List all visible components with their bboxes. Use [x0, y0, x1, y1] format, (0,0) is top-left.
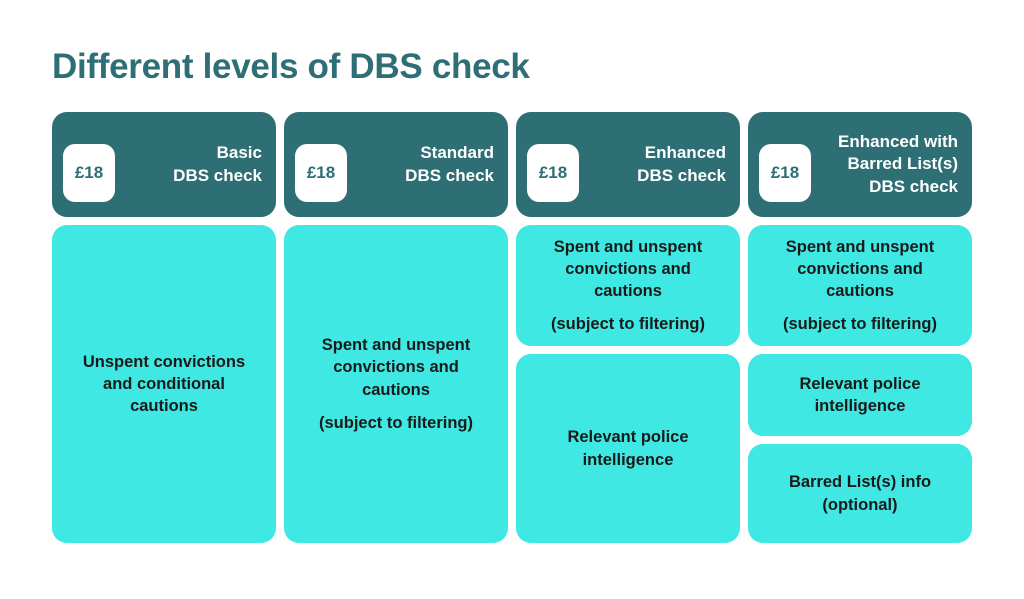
page-title: Different levels of DBS check: [52, 47, 530, 86]
card-text: Relevant police intelligence: [567, 428, 689, 469]
info-card-unspent-convictions: Unspent convictions and conditional caut…: [52, 225, 276, 543]
card-stack-standard: Spent and unspent convictions and cautio…: [284, 225, 508, 543]
price-label: £18: [538, 162, 568, 182]
price-badge: £18: [759, 143, 811, 202]
card-note: (subject to filtering): [551, 315, 705, 334]
info-card-spent-unspent: Spent and unspent convictions and cautio…: [748, 225, 972, 346]
info-card-spent-unspent: Spent and unspent convictions and cautio…: [516, 225, 740, 346]
header-card-enhanced-barred: £18 Enhanced with Barred List(s) DBS che…: [748, 112, 972, 217]
price-label: £18: [770, 162, 800, 182]
info-card-police-intelligence: Relevant police intelligence: [748, 354, 972, 436]
card-text: Barred List(s) info (optional): [788, 473, 932, 514]
card-text: Spent and unspent convictions and cautio…: [553, 237, 703, 300]
header-card-basic: £18 Basic DBS check: [52, 112, 276, 217]
price-badge: £18: [527, 143, 579, 202]
price-label: £18: [74, 162, 104, 182]
info-card-barred-list: Barred List(s) info (optional): [748, 444, 972, 543]
card-text: Spent and unspent convictions and cautio…: [785, 237, 935, 300]
header-card-standard: £18 Standard DBS check: [284, 112, 508, 217]
card-text: Unspent convictions and conditional caut…: [82, 352, 246, 416]
header-title-standard: Standard DBS check: [405, 142, 494, 185]
card-stack-enhanced-barred: Spent and unspent convictions and cautio…: [748, 225, 972, 543]
column-standard: £18 Standard DBS check Spent and unspent…: [284, 112, 508, 543]
card-text: Relevant police intelligence: [799, 374, 921, 415]
card-text: Spent and unspent convictions and cautio…: [321, 336, 471, 399]
header-title-enhanced-barred: Enhanced with Barred List(s) DBS check: [838, 131, 958, 196]
header-title-basic: Basic DBS check: [173, 142, 262, 185]
header-title-enhanced: Enhanced DBS check: [637, 142, 726, 185]
info-card-police-intelligence: Relevant police intelligence: [516, 354, 740, 543]
card-stack-enhanced: Spent and unspent convictions and cautio…: [516, 225, 740, 543]
card-stack-basic: Unspent convictions and conditional caut…: [52, 225, 276, 543]
column-enhanced: £18 Enhanced DBS check Spent and unspent…: [516, 112, 740, 543]
column-enhanced-barred: £18 Enhanced with Barred List(s) DBS che…: [748, 112, 972, 543]
card-note: (subject to filtering): [319, 413, 473, 432]
column-basic: £18 Basic DBS check Unspent convictions …: [52, 112, 276, 543]
card-note: (subject to filtering): [783, 315, 937, 334]
dbs-columns-grid: £18 Basic DBS check Unspent convictions …: [52, 112, 972, 543]
info-card-spent-unspent: Spent and unspent convictions and cautio…: [284, 225, 508, 543]
price-badge: £18: [63, 143, 115, 202]
price-badge: £18: [295, 143, 347, 202]
price-label: £18: [306, 162, 336, 182]
header-card-enhanced: £18 Enhanced DBS check: [516, 112, 740, 217]
